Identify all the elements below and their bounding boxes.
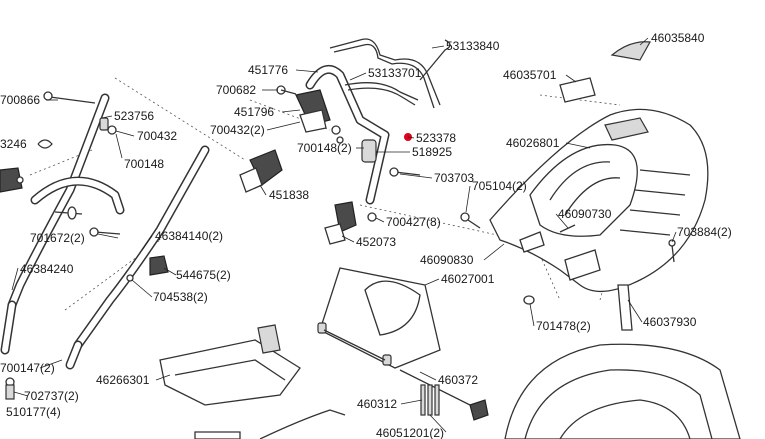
label-451796: 451796 (234, 105, 274, 119)
label-700866: 700866 (0, 93, 40, 107)
label-46035840: 46035840 (651, 31, 705, 45)
label-53133701: 53133701 (368, 66, 422, 80)
label-700432: 700432 (137, 129, 177, 143)
label-46090830: 46090830 (420, 253, 474, 267)
label-523378: 523378 (416, 131, 456, 145)
label-46027001: 46027001 (441, 272, 495, 286)
label-452073: 452073 (356, 235, 396, 249)
label-523756: 523756 (114, 109, 154, 123)
label-460312: 460312 (357, 397, 397, 411)
label-703884-2: 703884(2) (677, 225, 732, 239)
label-700148: 700148 (124, 157, 164, 171)
mower-deck-part (504, 343, 741, 439)
label-46037930: 46037930 (643, 315, 697, 329)
label-46384140-2: 46384140(2) (155, 229, 223, 243)
handle-bail-parts (239, 38, 451, 245)
engine-hood-part (489, 108, 709, 293)
catcher-base-part (159, 324, 301, 406)
label-701672-2: 701672(2) (30, 231, 85, 245)
label-53133840: 53133840 (446, 39, 500, 53)
label-46026801: 46026801 (506, 136, 560, 150)
label-46051201-2: 46051201(2) (376, 426, 444, 439)
label-460372: 460372 (438, 373, 478, 387)
label-46266301: 46266301 (96, 373, 150, 387)
label-703703: 703703 (434, 171, 474, 185)
label-705104-2: 705104(2) (472, 179, 527, 193)
right-hardware (460, 212, 676, 331)
label-700432-2: 700432(2) (210, 123, 265, 137)
part-labels: 53133840 46035840 451776 53133701 460357… (0, 31, 732, 439)
label-701478-2: 701478(2) (536, 319, 591, 333)
label-518925: 518925 (412, 145, 452, 159)
label-3246: 3246 (0, 137, 27, 151)
catcher-lid-part (317, 267, 441, 369)
label-700682: 700682 (216, 83, 256, 97)
label-700148-2: 700148(2) (297, 141, 352, 155)
cover-parts (559, 41, 651, 103)
label-700427-8: 700427(8) (386, 215, 441, 229)
upper-handle-part (0, 93, 210, 370)
label-704538-2: 704538(2) (153, 290, 208, 304)
label-46035701: 46035701 (503, 68, 557, 82)
leader-lines (11, 37, 677, 433)
label-451776: 451776 (248, 63, 288, 77)
label-700147-2: 700147(2) (0, 361, 55, 375)
label-544675-2: 544675(2) (176, 268, 231, 282)
label-46384240: 46384240 (20, 262, 74, 276)
left-hardware (0, 91, 169, 400)
label-451838: 451838 (269, 188, 309, 202)
label-46090730: 46090730 (558, 207, 612, 221)
label-510177-4: 510177(4) (6, 405, 61, 419)
label-702737-2: 702737(2) (24, 389, 79, 403)
